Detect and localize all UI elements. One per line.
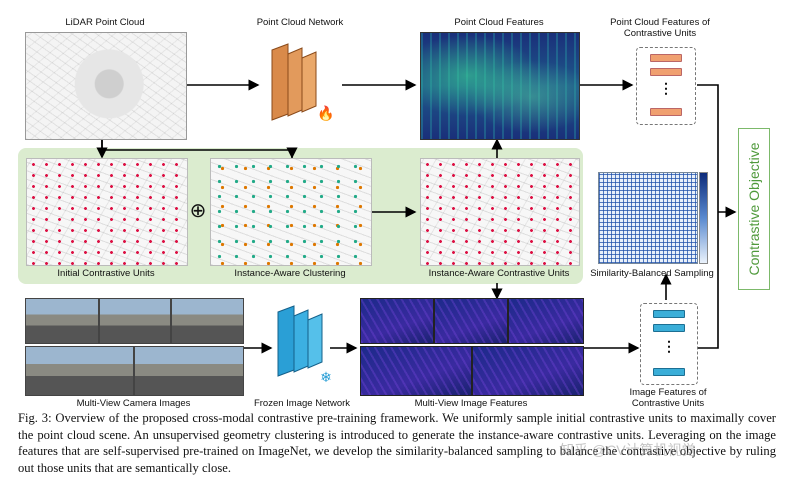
img-unit-feature-bar	[653, 310, 685, 318]
point-cloud-network-icon	[271, 43, 317, 121]
instance-aware-units-image	[420, 158, 580, 266]
camera-image	[99, 298, 171, 344]
ellipsis-icon: ⋮	[662, 338, 676, 354]
img-unit-features-box: ⋮	[640, 303, 698, 385]
lidar-point-cloud-image	[25, 32, 187, 140]
pc-unit-features-box: ⋮	[636, 47, 696, 125]
img-unit-feature-bar	[653, 324, 685, 332]
similarity-matrix	[598, 172, 698, 264]
initial-units-label: Initial Contrastive Units	[57, 268, 155, 279]
point-cloud-features-map	[420, 32, 580, 140]
snowflake-icon: ❄	[320, 369, 332, 385]
watermark: 知乎 @CV计算机视觉	[560, 442, 696, 458]
pc-features-label: Point Cloud Features	[454, 17, 544, 28]
image-network-label: Frozen Image Network	[253, 398, 351, 409]
image-feature-map	[434, 298, 508, 344]
instance-aware-clustering-image	[210, 158, 372, 266]
pc-unit-feature-bar	[650, 54, 682, 62]
ellipsis-icon: ⋮	[659, 80, 673, 96]
img-unit-feature-bar	[653, 368, 685, 376]
clustering-label: Instance-Aware Clustering	[234, 268, 346, 279]
camera-image	[134, 346, 244, 396]
contrastive-objective-box: Contrastive Objective	[738, 128, 770, 290]
similarity-colorbar	[699, 172, 708, 264]
camera-image	[25, 346, 134, 396]
image-feature-map	[508, 298, 584, 344]
ia-units-label: Instance-Aware Contrastive Units	[428, 268, 570, 279]
camera-images-label: Multi-View Camera Images	[76, 398, 191, 409]
contrastive-objective-label: Contrastive Objective	[746, 142, 762, 276]
circled-plus-icon: ⊕	[189, 200, 207, 222]
img-unit-features-label: Image Features of Contrastive Units	[629, 387, 707, 409]
sim-sampling-label: Similarity-Balanced Sampling	[590, 268, 714, 279]
lidar-label: LiDAR Point Cloud	[65, 17, 145, 28]
pc-unit-features-label: Point Cloud Features of Contrastive Unit…	[610, 17, 710, 39]
image-feature-map	[360, 298, 434, 344]
pc-unit-feature-bar	[650, 68, 682, 76]
frozen-image-network-icon	[277, 305, 323, 377]
camera-image	[171, 298, 244, 344]
camera-image	[25, 298, 99, 344]
figure-caption: Fig. 3: Overview of the proposed cross-m…	[18, 411, 776, 475]
fire-icon: 🔥	[317, 105, 335, 121]
initial-contrastive-units-image	[26, 158, 188, 266]
pc-unit-feature-bar	[650, 108, 682, 116]
image-feature-map	[360, 346, 472, 396]
mv-features-label: Multi-View Image Features	[414, 398, 528, 409]
image-feature-map	[472, 346, 584, 396]
pc-network-label: Point Cloud Network	[256, 17, 344, 28]
